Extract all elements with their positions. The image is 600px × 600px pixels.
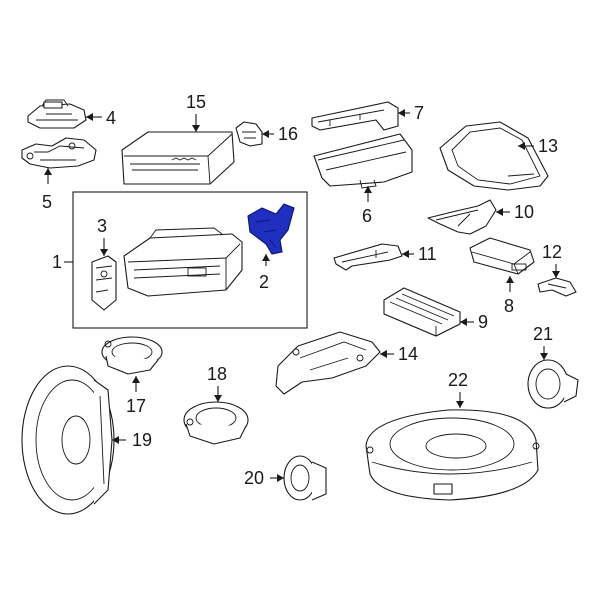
callout-22: 22 — [448, 370, 468, 390]
part-18-speaker[interactable] — [183, 401, 249, 445]
part-17-speaker[interactable] — [101, 336, 163, 375]
part-19-speaker[interactable] — [21, 365, 115, 515]
part-4-bracket[interactable] — [27, 99, 87, 129]
part-22-subwoofer[interactable] — [365, 409, 540, 501]
part-3-bracket[interactable] — [91, 255, 117, 311]
callout-19: 19 — [132, 430, 152, 450]
part-6-panel[interactable] — [313, 133, 413, 189]
callout-17: 17 — [126, 396, 146, 416]
part-15-module[interactable] — [121, 131, 235, 185]
callout-10: 10 — [514, 202, 534, 222]
part-16-clip[interactable] — [235, 121, 263, 147]
callout-12: 12 — [542, 242, 562, 262]
part-7-trim[interactable] — [311, 101, 399, 131]
assembly-frame — [72, 191, 308, 329]
part-21-tweeter[interactable] — [527, 359, 579, 409]
callout-20: 20 — [244, 468, 264, 488]
part-11-bracket[interactable] — [333, 243, 403, 271]
callout-21: 21 — [533, 324, 553, 344]
part-5-bracket[interactable] — [21, 137, 97, 169]
part-1-head-unit[interactable] — [123, 227, 243, 297]
callout-8: 8 — [504, 296, 514, 316]
callout-18: 18 — [207, 364, 227, 384]
callout-11: 11 — [418, 244, 437, 264]
callout-5: 5 — [42, 192, 52, 212]
callout-4: 4 — [106, 108, 116, 128]
callout-6: 6 — [362, 206, 372, 226]
callout-1: 1 — [52, 252, 62, 272]
callout-2: 2 — [259, 272, 269, 292]
part-20-speaker[interactable] — [283, 455, 327, 501]
part-2-bracket-highlighted[interactable] — [247, 203, 295, 255]
callout-9: 9 — [478, 312, 488, 332]
callout-3: 3 — [97, 216, 107, 236]
callout-7: 7 — [414, 103, 424, 123]
callout-16: 16 — [278, 124, 298, 144]
part-14-bracket[interactable] — [275, 331, 381, 395]
callout-14: 14 — [398, 344, 418, 364]
part-8-module[interactable] — [469, 237, 535, 275]
part-9-amplifier[interactable] — [383, 287, 461, 337]
callout-13: 13 — [538, 136, 558, 156]
part-12-clip[interactable] — [537, 277, 577, 297]
part-13-cover[interactable] — [439, 121, 549, 191]
callout-15: 15 — [186, 92, 206, 112]
part-10-bracket[interactable] — [427, 199, 497, 235]
